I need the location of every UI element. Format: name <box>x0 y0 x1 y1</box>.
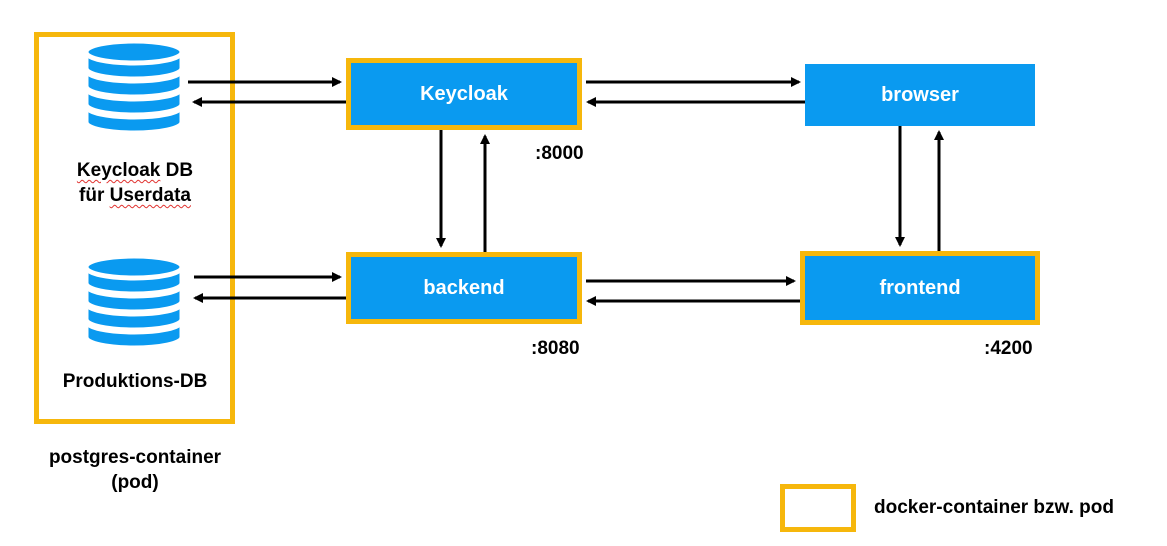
backend-port: :8080 <box>531 338 580 359</box>
produktions-db-label: Produktions-DB <box>62 371 208 392</box>
postgres-container-line1: postgres-container <box>48 447 222 468</box>
legend-swatch <box>780 484 856 532</box>
database-icon <box>85 255 183 347</box>
keycloak-db-label: Keycloak DB für Userdata <box>40 158 230 208</box>
postgres-container-label: postgres-container (pod) <box>20 445 250 495</box>
userdata-prefix: für <box>79 185 110 206</box>
backend-node: backend <box>346 252 582 324</box>
browser-node: browser <box>805 64 1035 126</box>
keycloak-node: Keycloak <box>346 58 582 130</box>
frontend-port: :4200 <box>984 338 1033 359</box>
database-icon <box>85 40 183 132</box>
postgres-container-frame <box>34 32 235 424</box>
keycloak-port: :8000 <box>535 143 584 164</box>
keycloak-db-word: Keycloak <box>76 160 161 181</box>
frontend-node: frontend <box>800 251 1040 325</box>
userdata-word: Userdata <box>109 185 191 206</box>
postgres-container-line2: (pod) <box>111 472 159 493</box>
keycloak-db-suffix: DB <box>160 160 194 181</box>
legend-label: docker-container bzw. pod <box>874 497 1114 518</box>
